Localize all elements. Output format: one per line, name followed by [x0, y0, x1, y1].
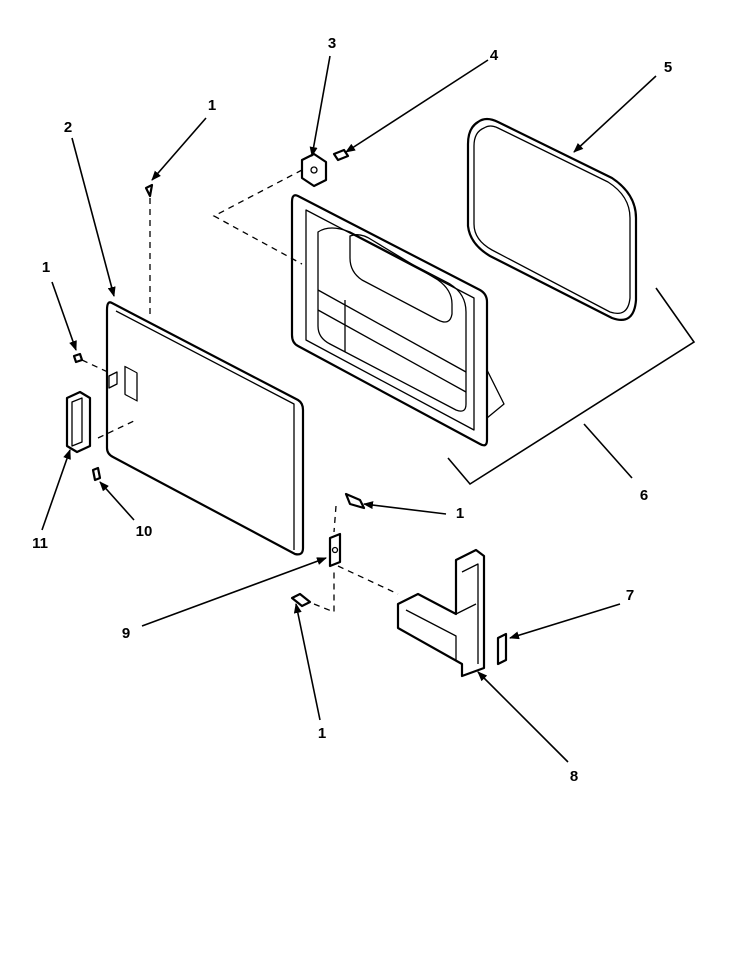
callout-3: 3: [328, 35, 336, 52]
screw-handle: [91, 466, 102, 482]
hinge-bracket-top: [300, 152, 328, 188]
door-seal: [466, 117, 638, 321]
strike-clip: [496, 632, 508, 666]
inner-door-frame: [290, 194, 505, 447]
callout-6: 6: [640, 487, 648, 504]
door-panel: [105, 301, 305, 556]
callout-2: 2: [64, 119, 72, 136]
callout-5: 5: [664, 59, 672, 76]
screw-middle: [344, 492, 366, 510]
callouts: 1 2 3 4 5 1 6 1 7 9 11 10 1 8: [32, 35, 672, 785]
assembly-bracket-6: [447, 287, 696, 486]
callout-4: 4: [490, 47, 499, 64]
callout-11: 11: [32, 535, 48, 552]
leader-lines: [41, 55, 657, 763]
door-handle: [65, 390, 92, 454]
callout-10: 10: [136, 523, 153, 540]
callout-1-left: 1: [42, 259, 50, 276]
callout-1-mid: 1: [456, 505, 464, 522]
assembly-lines: [81, 169, 399, 613]
screw-top-right: [332, 148, 350, 162]
callout-7: 7: [626, 587, 634, 604]
screw-bottom: [290, 592, 312, 608]
hinge-receiver-bracket: [396, 548, 486, 678]
screw-top: [144, 183, 154, 198]
callout-8: 8: [570, 768, 578, 785]
screw-left: [72, 352, 84, 364]
hinge-lower: [328, 532, 342, 568]
callout-1-top: 1: [208, 97, 216, 114]
callout-9: 9: [122, 625, 130, 642]
callout-1-bottom: 1: [318, 725, 326, 742]
